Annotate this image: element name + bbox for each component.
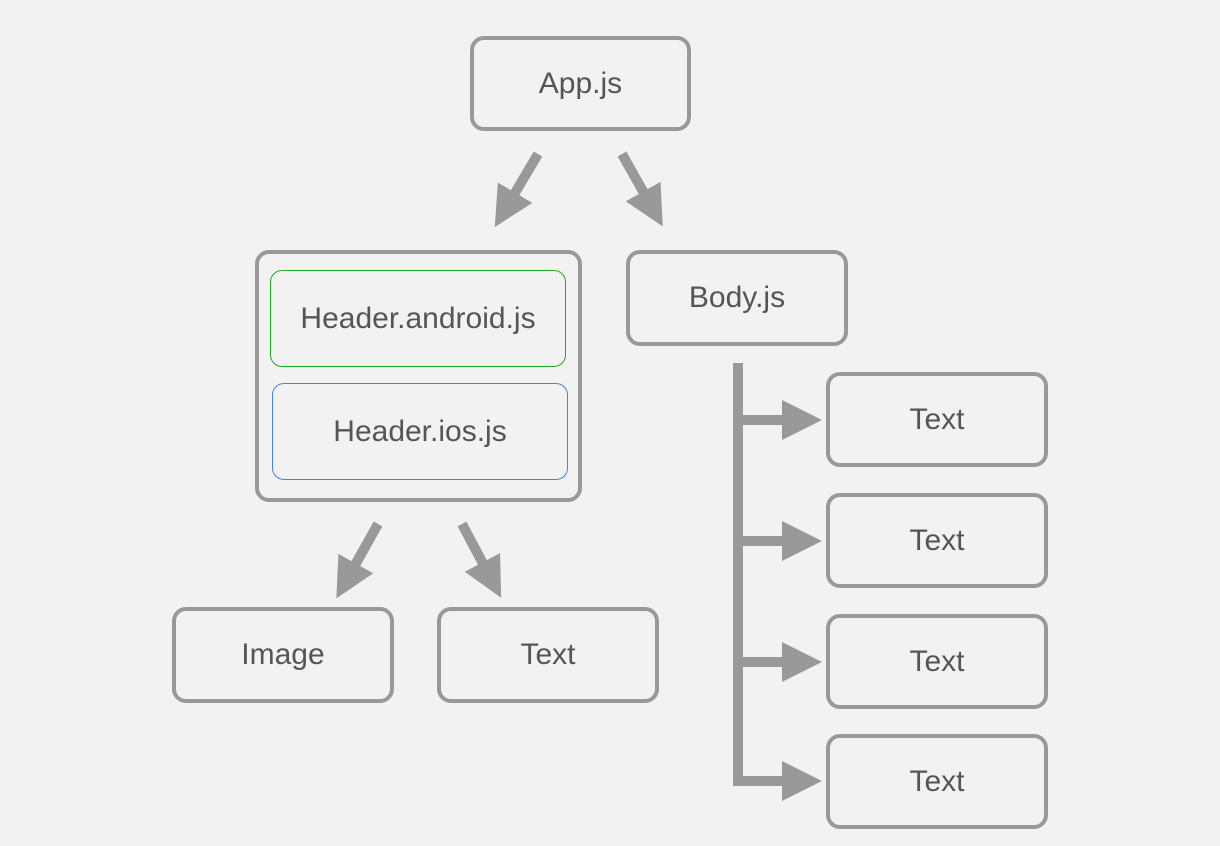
image-node: Image <box>172 607 394 703</box>
app-js-node: App.js <box>470 36 691 131</box>
header-group-node <box>255 250 582 502</box>
body-text-node-1: Text <box>826 372 1048 467</box>
arrow-app-to-header <box>494 151 543 228</box>
body-js-label: Body.js <box>688 281 786 314</box>
arrow-header-to-image <box>336 521 383 599</box>
header-ios-node: Header.ios.js <box>272 383 568 480</box>
header-text-label: Text <box>520 638 576 671</box>
header-android-label: Header.android.js <box>300 301 536 335</box>
header-ios-label: Header.ios.js <box>333 414 507 448</box>
header-android-node: Header.android.js <box>270 270 566 367</box>
body-text-label-3: Text <box>909 644 965 678</box>
arrow-app-to-body <box>617 151 663 227</box>
body-text-label-1: Text <box>909 402 965 436</box>
body-text-node-4: Text <box>826 734 1048 829</box>
body-js-node: Body.js <box>626 250 848 346</box>
body-text-label-4: Text <box>909 764 965 798</box>
body-text-node-3: Text <box>826 614 1048 709</box>
app-js-label: App.js <box>538 66 623 100</box>
body-text-label-2: Text <box>909 523 965 557</box>
image-label: Image <box>241 638 325 671</box>
body-text-node-2: Text <box>826 493 1048 588</box>
arrow-header-to-text <box>457 521 502 598</box>
header-text-node: Text <box>437 607 659 703</box>
